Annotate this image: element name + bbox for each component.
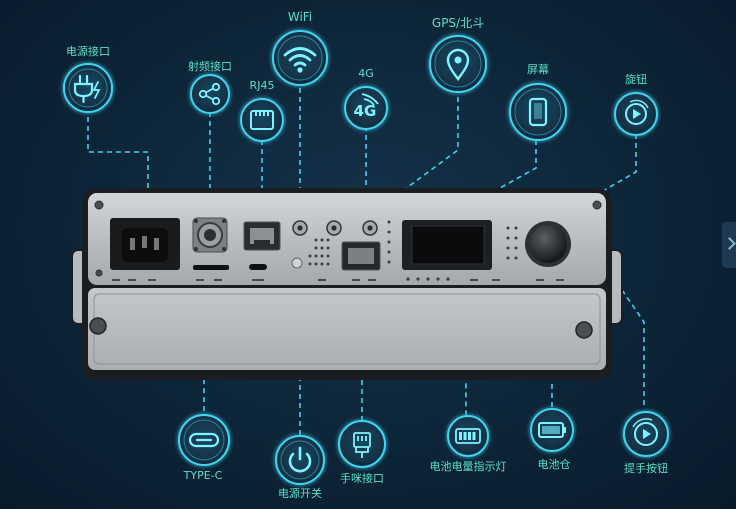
front-panel-lower: [88, 288, 606, 370]
type-c-port[interactable]: [249, 264, 267, 270]
sd-slot[interactable]: [193, 265, 229, 270]
screw: [94, 200, 104, 210]
display-screen: [402, 220, 492, 270]
screw: [592, 200, 602, 210]
label-power-port: 电源接口: [66, 45, 110, 58]
mic-connector-icon: [338, 420, 386, 468]
usb-c-icon: [178, 414, 230, 466]
wifi-icon: [272, 30, 328, 86]
label-screen: 屏幕: [527, 63, 549, 76]
battery-led: [426, 277, 430, 281]
rf-connector[interactable]: [192, 217, 228, 253]
device: [71, 188, 623, 380]
leader-power-port: [87, 108, 149, 218]
label-battery-bay: 电池仓: [537, 458, 571, 471]
leader-battery-indicator: [397, 275, 467, 420]
label-gps: GPS/北斗: [431, 16, 485, 30]
handle-button-icon: [623, 411, 669, 457]
battery-led: [406, 277, 410, 281]
label-rj45: RJ45: [249, 79, 275, 92]
label-battery-indicator: 电池电量指示灯: [429, 460, 507, 473]
battery-led: [416, 277, 420, 281]
icon-bubbles: 4G: [63, 30, 669, 485]
battery-led: [436, 277, 440, 281]
label-handle-button: 提手按钮: [624, 462, 668, 475]
share-nodes-icon: [190, 74, 230, 114]
label-rf-port: 射频接口: [188, 60, 232, 73]
mic-jack[interactable]: [341, 241, 381, 271]
label-type-c: TYPE-C: [183, 469, 223, 482]
power-icon: [275, 435, 325, 485]
4g-badge-text: 4G: [354, 102, 377, 120]
location-pin-icon: [429, 35, 487, 93]
thumb-screw-left[interactable]: [89, 317, 107, 335]
power-button[interactable]: [291, 257, 303, 269]
ethernet-port-icon: [240, 98, 284, 142]
leader-screen: [445, 140, 537, 219]
leader-handle-button: [621, 289, 645, 408]
next-arrow-button[interactable]: [722, 222, 736, 268]
label-power-switch: 电源开关: [278, 487, 322, 500]
power-plug-icon: [63, 63, 113, 113]
battery-led: [446, 277, 450, 281]
smartphone-icon: [509, 83, 567, 141]
rotary-knob[interactable]: [525, 221, 571, 267]
battery-icon: [530, 408, 574, 452]
thumb-screw-right[interactable]: [575, 321, 593, 339]
signal-4g-icon: 4G: [344, 86, 388, 130]
power-socket[interactable]: [110, 218, 180, 270]
label-wifi: WiFi: [287, 10, 313, 24]
vent-holes: [308, 220, 518, 281]
screw: [95, 269, 103, 277]
label-mic-port: 手咪接口: [340, 472, 384, 485]
label-knob: 旋钮: [625, 73, 647, 86]
rj45-jack[interactable]: [243, 221, 281, 251]
label-4g: 4G: [358, 67, 374, 80]
rotary-knob-icon: [614, 92, 658, 136]
battery-level-icon: [447, 415, 489, 457]
